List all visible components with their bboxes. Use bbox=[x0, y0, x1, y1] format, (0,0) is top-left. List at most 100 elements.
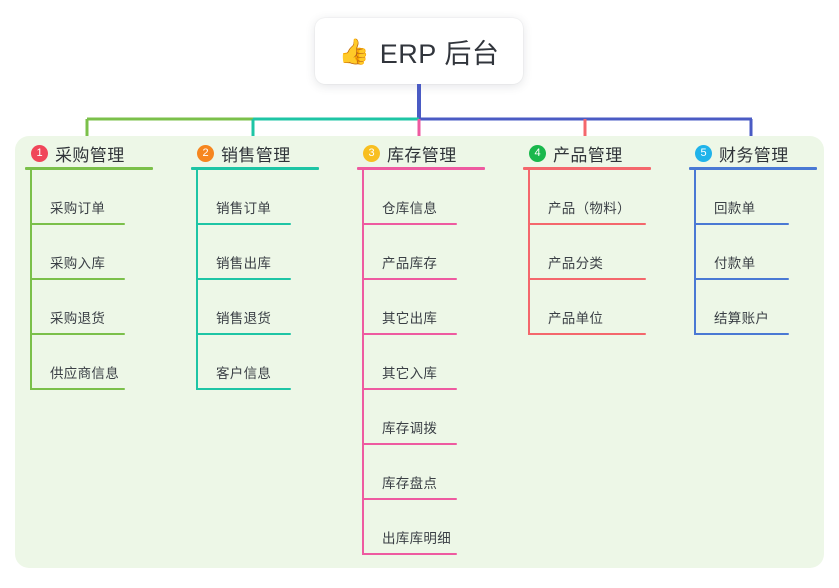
column-finance: 5 财务管理回款单付款单结算账户 bbox=[689, 136, 817, 335]
list-item[interactable]: 结算账户 bbox=[694, 280, 789, 335]
item-rule bbox=[362, 498, 457, 500]
column-rule-sales bbox=[191, 167, 319, 170]
number-badge-finance: 5 bbox=[695, 144, 712, 162]
list-item[interactable]: 仓库信息 bbox=[362, 170, 457, 225]
column-rule-purchase bbox=[25, 167, 153, 170]
list-item[interactable]: 销售退货 bbox=[196, 280, 291, 335]
root-node[interactable]: 👍 ERP 后台 bbox=[315, 18, 523, 84]
item-label: 销售出库 bbox=[216, 256, 272, 271]
item-rule bbox=[196, 333, 291, 335]
list-item[interactable]: 其它入库 bbox=[362, 335, 457, 390]
column-spine-product bbox=[528, 170, 530, 335]
column-header-finance[interactable]: 5 财务管理 bbox=[689, 136, 817, 170]
column-title-purchase: 采购管理 bbox=[55, 145, 125, 165]
item-label: 产品库存 bbox=[382, 256, 438, 271]
item-list-purchase: 采购订单采购入库采购退货供应商信息 bbox=[30, 170, 125, 390]
item-rule bbox=[30, 223, 125, 225]
item-label: 产品单位 bbox=[548, 311, 604, 326]
item-rule bbox=[362, 223, 457, 225]
list-item[interactable]: 产品分类 bbox=[528, 225, 646, 280]
list-item[interactable]: 付款单 bbox=[694, 225, 789, 280]
item-label: 其它出库 bbox=[382, 311, 438, 326]
list-item[interactable]: 其它出库 bbox=[362, 280, 457, 335]
item-list-stock: 仓库信息产品库存其它出库其它入库库存调拨库存盘点出库库明细 bbox=[362, 170, 457, 555]
list-item[interactable]: 产品单位 bbox=[528, 280, 646, 335]
list-item[interactable]: 采购入库 bbox=[30, 225, 125, 280]
item-rule bbox=[528, 333, 646, 335]
mindmap-panel: 1 采购管理采购订单采购入库采购退货供应商信息 2 销售管理销售订单销售出库销售退货客… bbox=[15, 136, 824, 568]
list-item[interactable]: 采购退货 bbox=[30, 280, 125, 335]
item-label: 仓库信息 bbox=[382, 201, 438, 216]
column-rule-finance bbox=[689, 167, 817, 170]
item-label: 供应商信息 bbox=[50, 366, 119, 381]
item-rule bbox=[362, 278, 457, 280]
thumbs-up-icon: 👍 bbox=[338, 36, 370, 66]
column-spine-finance bbox=[694, 170, 696, 335]
column-header-product[interactable]: 4 产品管理 bbox=[523, 136, 651, 170]
list-item[interactable]: 出库库明细 bbox=[362, 500, 457, 555]
item-rule bbox=[196, 278, 291, 280]
column-sales: 2 销售管理销售订单销售出库销售退货客户信息 bbox=[191, 136, 319, 390]
item-rule bbox=[362, 388, 457, 390]
item-label: 销售退货 bbox=[216, 311, 272, 326]
item-label: 采购订单 bbox=[50, 201, 106, 216]
column-product: 4 产品管理产品（物料） 产品分类产品单位 bbox=[523, 136, 651, 335]
item-rule bbox=[694, 333, 789, 335]
column-purchase: 1 采购管理采购订单采购入库采购退货供应商信息 bbox=[25, 136, 153, 390]
column-spine-purchase bbox=[30, 170, 32, 390]
item-rule bbox=[362, 443, 457, 445]
item-rule bbox=[30, 388, 125, 390]
item-rule bbox=[362, 553, 457, 555]
item-rule bbox=[528, 278, 646, 280]
column-title-sales: 销售管理 bbox=[221, 145, 291, 165]
number-badge-stock: 3 bbox=[363, 144, 380, 162]
list-item[interactable]: 供应商信息 bbox=[30, 335, 125, 390]
item-label: 库存盘点 bbox=[382, 476, 438, 491]
list-item[interactable]: 产品（物料） bbox=[528, 170, 646, 225]
list-item[interactable]: 销售出库 bbox=[196, 225, 291, 280]
column-header-sales[interactable]: 2 销售管理 bbox=[191, 136, 319, 170]
column-rule-stock bbox=[357, 167, 485, 170]
item-label: 付款单 bbox=[714, 256, 756, 271]
item-label: 库存调拨 bbox=[382, 421, 438, 436]
item-rule bbox=[528, 223, 646, 225]
item-list-product: 产品（物料） 产品分类产品单位 bbox=[528, 170, 646, 335]
list-item[interactable]: 产品库存 bbox=[362, 225, 457, 280]
item-rule bbox=[362, 333, 457, 335]
column-spine-stock bbox=[362, 170, 364, 555]
item-label: 产品分类 bbox=[548, 256, 604, 271]
item-rule bbox=[30, 333, 125, 335]
item-label: 产品（物料） bbox=[548, 201, 631, 216]
number-badge-product: 4 bbox=[529, 144, 546, 162]
item-label: 销售订单 bbox=[216, 201, 272, 216]
list-item[interactable]: 库存盘点 bbox=[362, 445, 457, 500]
item-rule bbox=[694, 223, 789, 225]
item-rule bbox=[196, 388, 291, 390]
item-label: 出库库明细 bbox=[382, 531, 451, 546]
number-badge-sales: 2 bbox=[197, 144, 214, 162]
number-badge-purchase: 1 bbox=[31, 144, 48, 162]
column-header-purchase[interactable]: 1 采购管理 bbox=[25, 136, 153, 170]
column-title-finance: 财务管理 bbox=[719, 145, 789, 165]
item-label: 采购退货 bbox=[50, 311, 106, 326]
item-label: 结算账户 bbox=[714, 311, 770, 326]
list-item[interactable]: 客户信息 bbox=[196, 335, 291, 390]
item-label: 其它入库 bbox=[382, 366, 438, 381]
item-list-finance: 回款单付款单结算账户 bbox=[694, 170, 789, 335]
list-item[interactable]: 回款单 bbox=[694, 170, 789, 225]
item-label: 回款单 bbox=[714, 201, 756, 216]
list-item[interactable]: 采购订单 bbox=[30, 170, 125, 225]
list-item[interactable]: 销售订单 bbox=[196, 170, 291, 225]
item-list-sales: 销售订单销售出库销售退货客户信息 bbox=[196, 170, 291, 390]
item-label: 客户信息 bbox=[216, 366, 272, 381]
column-rule-product bbox=[523, 167, 651, 170]
item-label: 采购入库 bbox=[50, 256, 106, 271]
list-item[interactable]: 库存调拨 bbox=[362, 390, 457, 445]
item-rule bbox=[694, 278, 789, 280]
root-title: ERP 后台 bbox=[379, 38, 500, 69]
item-rule bbox=[196, 223, 291, 225]
column-title-product: 产品管理 bbox=[553, 145, 623, 165]
item-rule bbox=[30, 278, 125, 280]
